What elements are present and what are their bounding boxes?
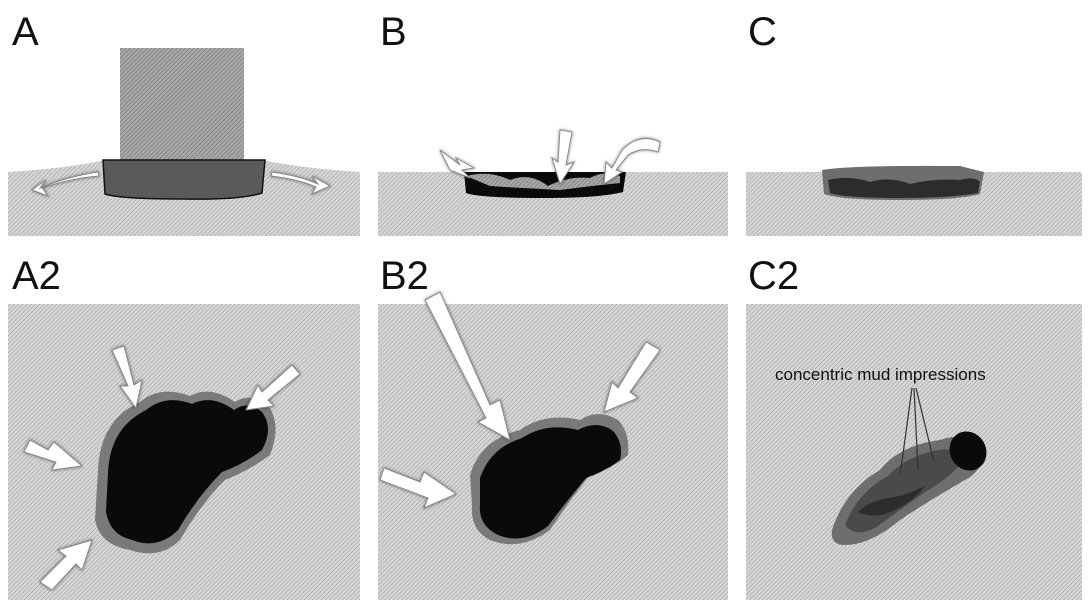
panel-a-label: A [12, 12, 39, 52]
panel-b2-label: B2 [380, 256, 429, 296]
annotation-label: concentric mud impressions [775, 365, 986, 384]
panel-c-label: C [748, 12, 777, 52]
foot-column [120, 48, 244, 178]
panel-b-label: B [380, 12, 407, 52]
panel-c2: concentric mud impressions [746, 304, 1082, 600]
panel-c [746, 166, 1082, 236]
foot-impression [103, 160, 265, 199]
panel-a2 [8, 304, 360, 600]
panel-b2 [378, 292, 728, 600]
panel-a2-label: A2 [12, 256, 61, 296]
panel-b [378, 130, 728, 236]
panel-c2-label: C2 [748, 256, 799, 296]
panel-a [8, 48, 360, 236]
